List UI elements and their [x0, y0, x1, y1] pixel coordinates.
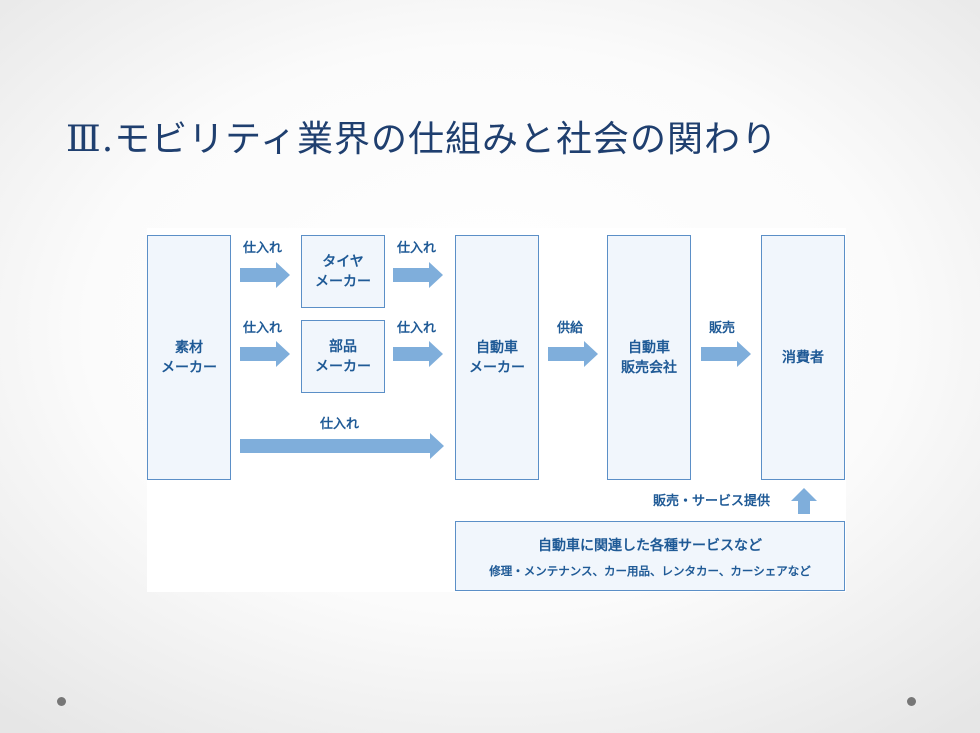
tire-maker-box: タイヤ メーカー [301, 235, 385, 308]
parts-maker-label-2: メーカー [315, 358, 371, 375]
arrow-parts-to-auto [393, 341, 443, 367]
label-procure-direct: 仕入れ [320, 417, 360, 432]
consumer-box: 消費者 [761, 235, 845, 480]
arrow-auto-to-dealer [548, 341, 598, 367]
auto-dealer-label-2: 販売会社 [621, 359, 677, 376]
related-services-examples: 修理・メンテナンス、カー用品、レンタカー、カーシェアなど [489, 564, 811, 578]
related-services-title: 自動車に関連した各種サービスなど [538, 538, 762, 554]
parts-maker-label-1: 部品 [329, 338, 357, 355]
related-services-box: 自動車に関連した各種サービスなど 修理・メンテナンス、カー用品、レンタカー、カー… [455, 521, 845, 591]
auto-maker-label-1: 自動車 [476, 339, 518, 356]
slide-title: Ⅲ.モビリティ業界の仕組みと社会の関わり [66, 119, 779, 160]
slide-dot-right [907, 697, 916, 706]
label-procure-parts-out: 仕入れ [397, 321, 437, 336]
label-procure-tire-out: 仕入れ [397, 241, 437, 256]
arrow-services-to-consumer [791, 488, 817, 514]
tire-maker-label-2: メーカー [315, 273, 371, 290]
label-procure-parts-in: 仕入れ [243, 321, 283, 336]
label-procure-tire-in: 仕入れ [243, 241, 283, 256]
label-services: 販売・サービス提供 [653, 494, 771, 509]
material-maker-label-1: 素材 [175, 339, 203, 356]
arrow-material-to-tire [240, 262, 290, 288]
auto-maker-label-2: メーカー [469, 359, 525, 376]
auto-dealer-label-1: 自動車 [628, 339, 670, 356]
parts-maker-box: 部品 メーカー [301, 320, 385, 393]
arrow-tire-to-auto [393, 262, 443, 288]
auto-maker-box: 自動車 メーカー [455, 235, 539, 480]
material-maker-box: 素材 メーカー [147, 235, 231, 480]
arrow-material-to-parts [240, 341, 290, 367]
auto-dealer-box: 自動車 販売会社 [607, 235, 691, 480]
label-sales: 販売 [709, 321, 736, 336]
slide-dot-left [57, 697, 66, 706]
arrow-material-to-auto-direct [240, 433, 444, 459]
tire-maker-label-1: タイヤ [322, 253, 364, 270]
label-supply: 供給 [557, 321, 584, 336]
consumer-label: 消費者 [782, 349, 824, 366]
arrow-dealer-to-consumer [701, 341, 751, 367]
material-maker-label-2: メーカー [161, 359, 217, 376]
